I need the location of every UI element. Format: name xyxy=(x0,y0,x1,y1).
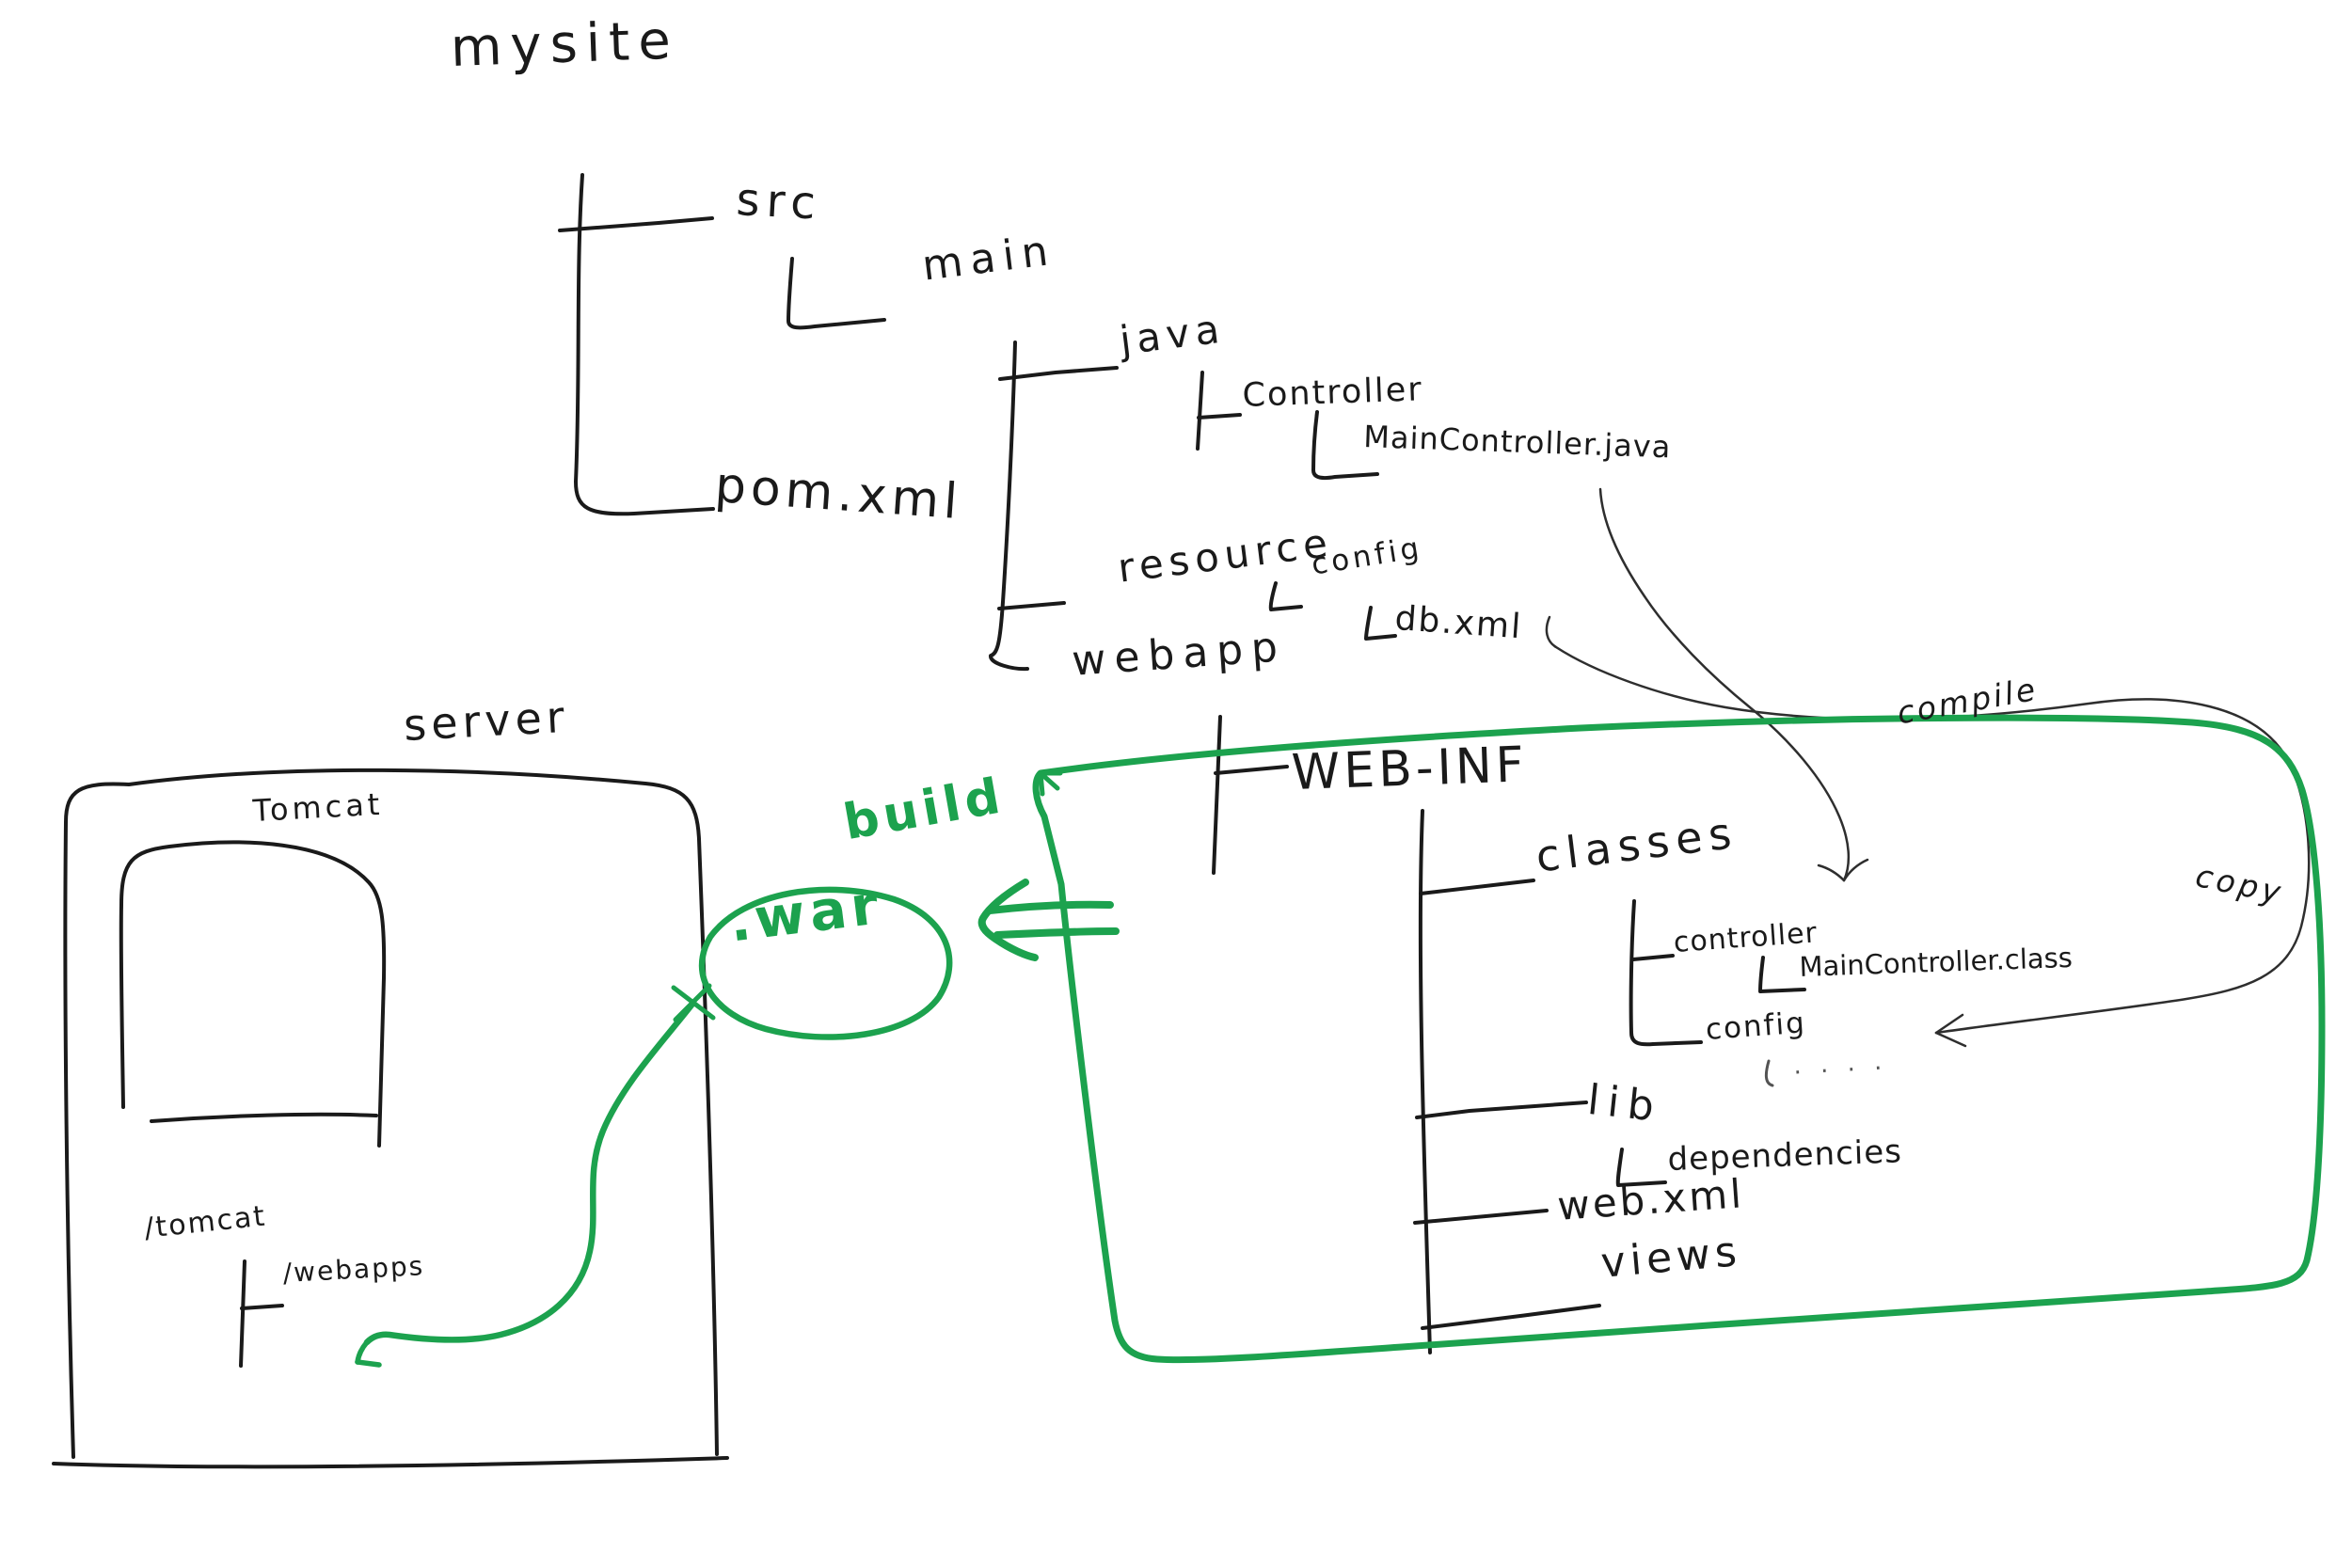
compile-arrow xyxy=(1598,487,1869,882)
config-ellipsis-label: · · · · xyxy=(1792,1053,1889,1087)
lib-folder-label: lib xyxy=(1585,1076,1665,1132)
server-label: server xyxy=(402,690,571,751)
project-root-label: mysite xyxy=(449,9,680,79)
src-folder-label: src xyxy=(735,173,824,230)
tomcat-label: Tomcat xyxy=(251,785,385,829)
tomcat-door-shape xyxy=(119,840,387,1148)
deploy-arrow xyxy=(355,999,697,1368)
db-xml-label: db.xml xyxy=(1393,599,1524,647)
server-box xyxy=(52,768,729,1469)
dependencies-label: dependencies xyxy=(1666,1132,1903,1179)
views-folder-label: views xyxy=(1598,1227,1743,1288)
war-contents-box xyxy=(1032,714,2326,1364)
webapps-dir-label: /webapps xyxy=(281,1250,426,1289)
build-arrow-left xyxy=(977,879,1120,961)
copy-arrow xyxy=(1545,615,2311,1048)
web-inf-label: WEB-INF xyxy=(1290,736,1529,801)
config-folder-class-label: config xyxy=(1704,1006,1807,1047)
project-tree-lines xyxy=(558,173,1397,672)
controller-package-label: Controller xyxy=(1241,371,1424,415)
war-contents-tree-lines xyxy=(1212,715,1806,1354)
webapps-bracket xyxy=(239,1259,284,1368)
